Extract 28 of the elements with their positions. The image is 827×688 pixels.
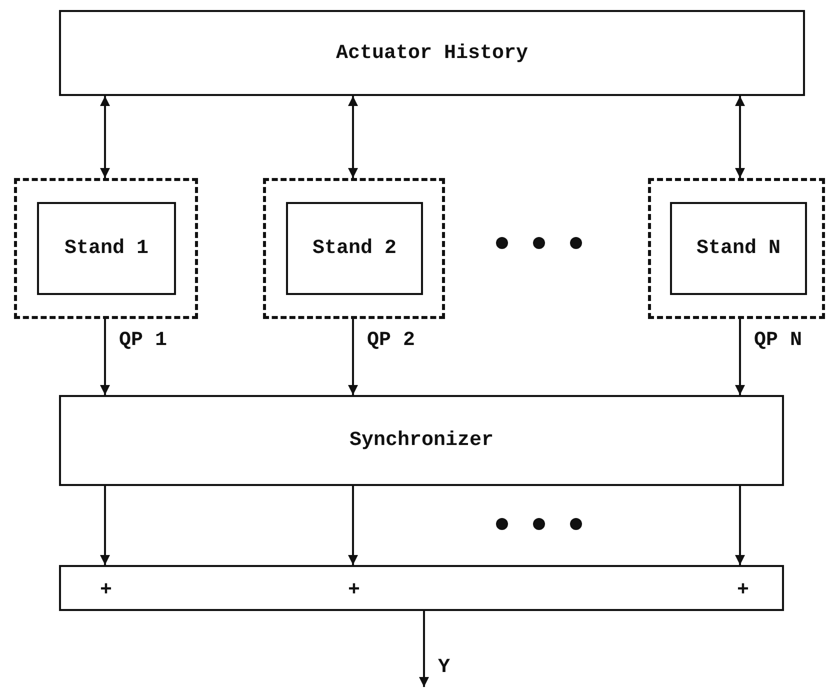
- dashed-group-frame: [14, 178, 198, 319]
- summing-bar: [59, 565, 784, 611]
- synchronizer-box: [59, 395, 784, 486]
- arrow: [348, 96, 358, 178]
- arrow: [735, 486, 745, 565]
- arrow: [735, 319, 745, 395]
- edge-label: QP 1: [117, 330, 170, 352]
- dashed-group-frame: [263, 178, 445, 319]
- arrow: [100, 486, 110, 565]
- stand-box: [286, 202, 423, 295]
- arrow: [735, 96, 745, 178]
- plus-sign: +: [348, 581, 360, 601]
- node-label: Synchronizer: [349, 429, 494, 452]
- node-label: Stand 1: [64, 237, 148, 260]
- stand-box: [670, 202, 807, 295]
- node-label: Stand 2: [312, 237, 396, 260]
- plus-sign: +: [737, 581, 749, 601]
- dashed-group-frame: [648, 178, 825, 319]
- stand-box: [37, 202, 176, 295]
- arrow: [100, 96, 110, 178]
- node-label: Actuator History: [336, 42, 528, 64]
- node-label: Stand N: [696, 237, 780, 260]
- history-box: [59, 10, 805, 96]
- plus-sign: +: [100, 581, 112, 601]
- arrow: [100, 319, 110, 395]
- arrow: [348, 319, 358, 395]
- arrow: [419, 611, 429, 687]
- arrow: [348, 486, 358, 565]
